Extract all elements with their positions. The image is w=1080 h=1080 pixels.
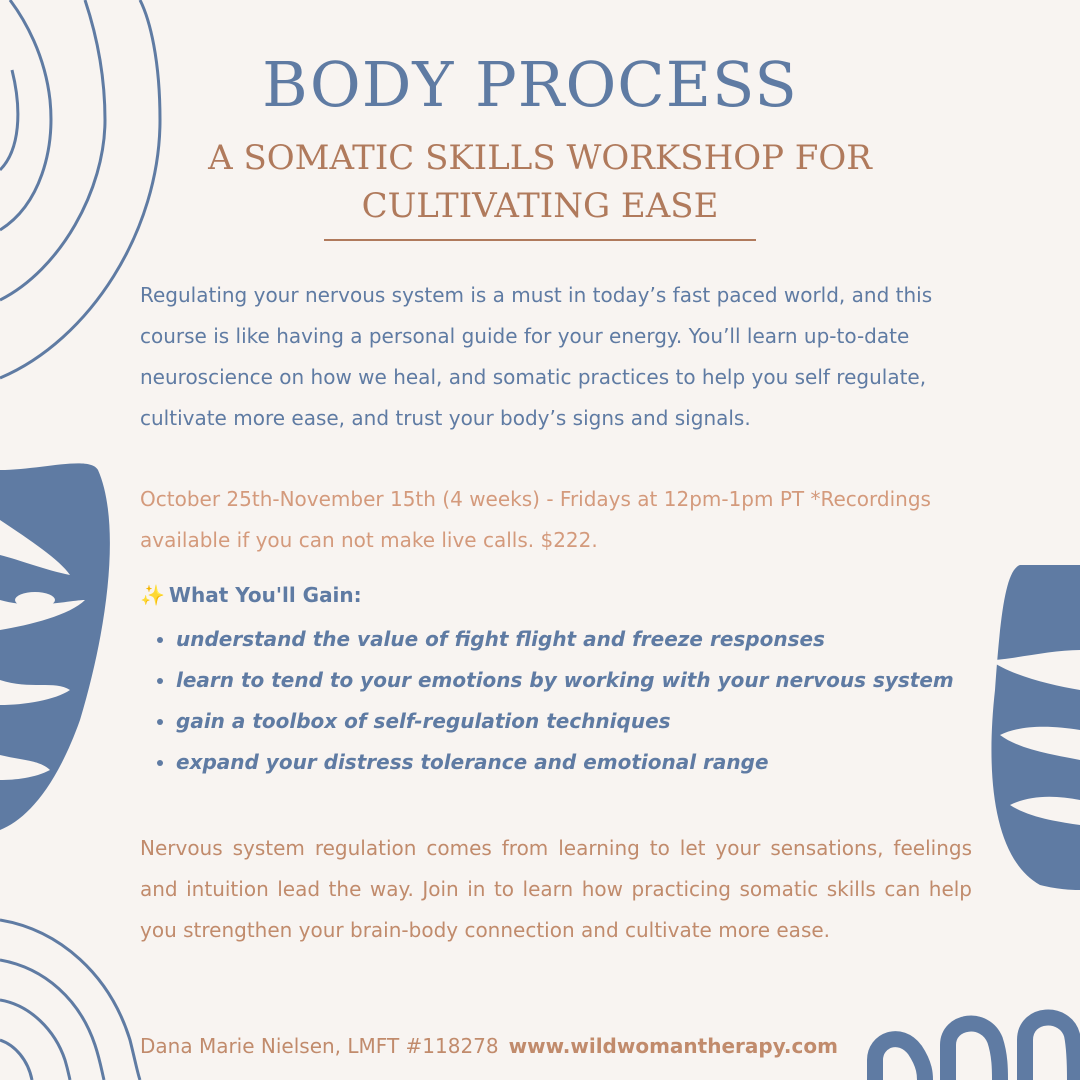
top-left-arcs bbox=[0, 0, 162, 380]
list-item: understand the value of fight flight and… bbox=[176, 619, 1026, 660]
subtitle-line-1: A SOMATIC SKILLS WORKSHOP FOR bbox=[208, 138, 872, 178]
gain-heading-text: What You'll Gain: bbox=[168, 583, 362, 607]
dates-and-price: October 25th-November 15th (4 weeks) - F… bbox=[140, 487, 931, 552]
closing-paragraph: Nervous system regulation comes from lea… bbox=[140, 836, 972, 942]
list-item: learn to tend to your emotions by workin… bbox=[176, 660, 1026, 701]
page-subtitle: A SOMATIC SKILLS WORKSHOP FOR CULTIVATIN… bbox=[180, 134, 900, 230]
bottom-right-loops bbox=[867, 1009, 1080, 1080]
list-item: gain a toolbox of self-regulation techni… bbox=[176, 701, 1026, 742]
intro-paragraph: Regulating your nervous system is a must… bbox=[140, 283, 933, 430]
sparkles-icon: ✨ bbox=[140, 583, 165, 607]
author-credit: Dana Marie Nielsen, LMFT #118278 bbox=[140, 1034, 499, 1058]
gain-heading: ✨What You'll Gain: bbox=[140, 583, 362, 607]
left-leaf-cuts bbox=[0, 520, 85, 780]
list-item: expand your distress tolerance and emoti… bbox=[176, 742, 1026, 783]
gain-list: understand the value of fight flight and… bbox=[140, 619, 1026, 783]
website-link[interactable]: www.wildwomantherapy.com bbox=[508, 1034, 838, 1058]
page-title: BODY PROCESS bbox=[262, 48, 798, 121]
title-divider bbox=[324, 239, 756, 241]
right-leaf-cuts bbox=[990, 650, 1080, 825]
footer: Dana Marie Nielsen, LMFT #118278 www.wild… bbox=[140, 1034, 838, 1058]
bottom-left-contours bbox=[0, 918, 142, 1080]
subtitle-line-2: CULTIVATING EASE bbox=[361, 186, 719, 226]
